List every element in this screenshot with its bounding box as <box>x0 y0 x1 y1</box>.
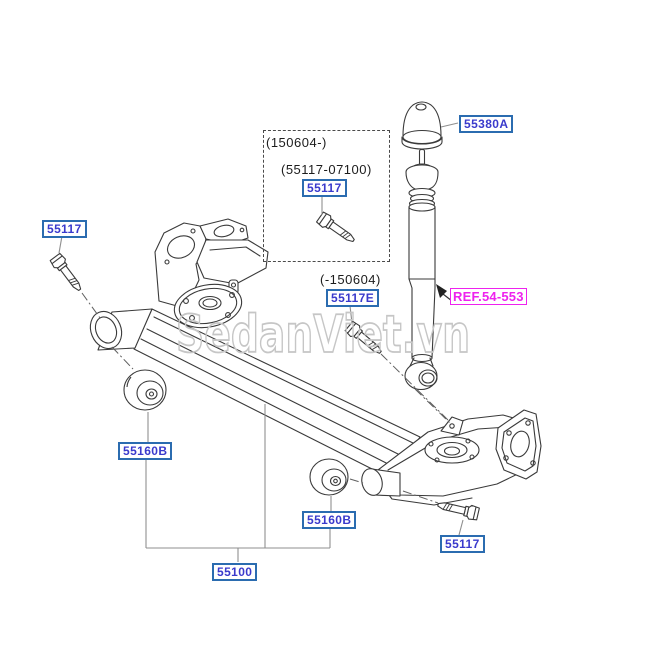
inset-date-range-note: (150604-) <box>266 135 327 150</box>
inset-callout-box <box>263 130 390 262</box>
bolt-left-drawing <box>48 252 86 295</box>
part-label-55160b-right[interactable]: 55160B <box>302 511 357 529</box>
watermark-text: SedanViet.vn <box>176 305 470 365</box>
part-label-55117e[interactable]: 55117E <box>326 289 380 307</box>
part-label-55160b-left[interactable]: 55160B <box>118 442 173 460</box>
dash-dot-leaders <box>81 292 451 504</box>
part-label-55117-right[interactable]: 55117 <box>440 535 485 553</box>
part-label-55100[interactable]: 55100 <box>212 563 258 581</box>
label-leader-lines <box>58 122 464 562</box>
inset-part-range-note: (55117-07100) <box>281 162 372 177</box>
part-label-55117-inset[interactable]: 55117 <box>302 179 347 197</box>
pre-date-range-note: (-150604) <box>320 272 381 287</box>
axle-beam-drawing <box>89 218 542 506</box>
part-label-55117-left[interactable]: 55117 <box>42 220 87 238</box>
ref-label-54-553[interactable]: REF.54-553 <box>450 288 527 305</box>
part-label-55380a[interactable]: 55380A <box>459 115 514 133</box>
bolt-right-drawing <box>435 497 481 522</box>
bushing-right-drawing <box>309 458 349 496</box>
shock-absorber-drawing <box>401 101 443 391</box>
bump-stop-drawing <box>401 101 443 150</box>
bushing-left-drawing <box>123 369 167 411</box>
